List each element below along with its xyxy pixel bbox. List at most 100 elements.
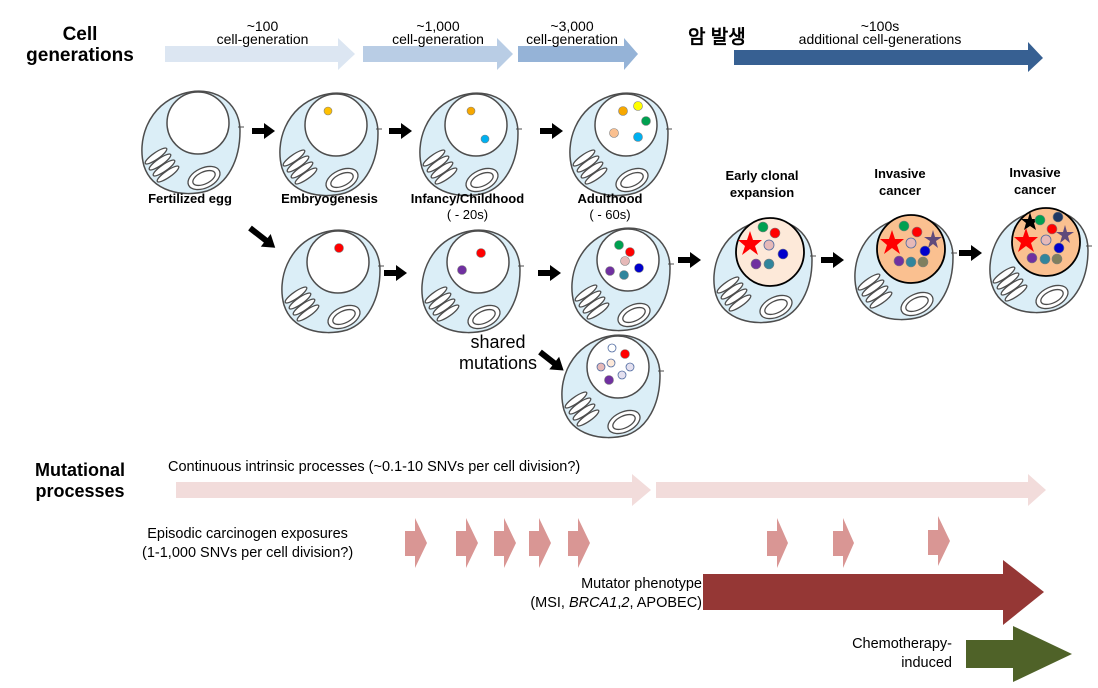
driver-star-icon bbox=[924, 230, 942, 248]
mutation-dot bbox=[606, 358, 616, 368]
generation-count: ~100 bbox=[246, 18, 279, 34]
chemo-label-line2: induced bbox=[901, 655, 952, 671]
cell-invasive-cancer-2 bbox=[989, 207, 1093, 314]
generation-unit: cell-generation bbox=[392, 31, 484, 47]
mutator-label-line1: Mutator phenotype bbox=[581, 576, 702, 592]
mutator-label-pre: (MSI, bbox=[530, 595, 569, 611]
stage-fertilized-egg: Fertilized egg bbox=[148, 191, 232, 206]
mutation-dot bbox=[1039, 253, 1051, 265]
generation-label-100s: ~100s additional cell-generations bbox=[780, 18, 980, 47]
stage-adulthood-label: Adulthood bbox=[577, 191, 643, 206]
cell-generations-title-line2: generations bbox=[26, 45, 134, 66]
stage-infancy-age: ( - 20s) bbox=[446, 207, 489, 222]
mutation-dot bbox=[1034, 214, 1046, 226]
mutator-label-line2: (MSI, BRCA1,2, APOBEC) bbox=[486, 594, 702, 613]
mutation-dot bbox=[617, 370, 627, 380]
mutation-dot bbox=[1052, 211, 1064, 223]
cell-adulthood bbox=[569, 92, 673, 197]
mutational-processes-title: Mutational processes bbox=[18, 460, 142, 502]
stage-invasive-1: Invasive cancer bbox=[855, 165, 945, 199]
mutation-dot bbox=[634, 263, 644, 273]
episodic-process-label: Episodic carcinogen exposures (1-1,000 S… bbox=[142, 525, 353, 563]
stage-early-clonal-line1: Early clonal bbox=[725, 168, 799, 183]
generation-unit: additional cell-generations bbox=[798, 31, 962, 47]
generation-count: ~1,000 bbox=[416, 18, 460, 34]
stage-invasive-1-line2: cancer bbox=[879, 183, 921, 198]
cancer-development-label: 암 발생 bbox=[688, 27, 746, 48]
mutator-label-gene2: 2 bbox=[621, 595, 630, 611]
mutator-phenotype-label: Mutator phenotype (MSI, BRCA1,2, APOBEC) bbox=[486, 575, 702, 613]
mutation-dot bbox=[457, 265, 467, 275]
mutation-dot bbox=[893, 255, 905, 267]
mutation-dot bbox=[1053, 242, 1065, 254]
mutation-dot bbox=[641, 116, 651, 126]
mutation-dot bbox=[769, 227, 781, 239]
episodic-arrow bbox=[456, 518, 478, 568]
mutator-label-comma: , bbox=[617, 595, 622, 611]
mutation-dot bbox=[750, 258, 762, 270]
stage-invasive-1-line1: Invasive bbox=[874, 166, 926, 181]
mutation-dot bbox=[633, 132, 643, 142]
cell-generations-title: Cell generations bbox=[20, 24, 140, 66]
generation-count: ~3,000 bbox=[550, 18, 594, 34]
mutation-dot bbox=[596, 362, 606, 372]
stage-invasive-2-line2: cancer bbox=[1014, 182, 1056, 197]
driver-star-icon bbox=[738, 231, 762, 255]
mutation-dot bbox=[1040, 234, 1052, 246]
continuous-process-arrow-1 bbox=[176, 474, 651, 506]
stage-adulthood-age: ( - 60s) bbox=[589, 207, 631, 222]
mutation-dot bbox=[605, 266, 615, 276]
stage-embryogenesis: Embryogenesis bbox=[281, 191, 378, 206]
mutation-dot bbox=[604, 375, 614, 385]
mutator-phenotype-arrow bbox=[703, 560, 1044, 625]
generation-count: ~100s bbox=[860, 18, 900, 34]
episodic-arrow bbox=[568, 518, 590, 568]
arrow-right-icon bbox=[252, 123, 275, 139]
stage-early-clonal: Early clonal expansion bbox=[706, 167, 818, 201]
chemo-label-line1: Chemotherapy- bbox=[852, 636, 952, 652]
mutation-dot bbox=[625, 247, 635, 257]
cell-lineage2-infancy bbox=[421, 229, 525, 334]
shared-mutations-line2: mutations bbox=[458, 353, 538, 373]
mutation-dot bbox=[919, 245, 931, 257]
arrow-right-icon bbox=[389, 123, 412, 139]
mutation-dot bbox=[614, 240, 624, 250]
stage-infancy: Infancy/Childhood ( - 20s) bbox=[400, 190, 535, 223]
cell-embryogenesis bbox=[279, 92, 383, 197]
generation-arrow-1000 bbox=[363, 38, 513, 70]
generation-arrow-100s bbox=[734, 42, 1043, 72]
episodic-arrow bbox=[405, 518, 427, 568]
mutator-label-gene1: BRCA1 bbox=[569, 595, 618, 611]
mutation-dot bbox=[619, 270, 629, 280]
driver-star-icon bbox=[1056, 225, 1074, 243]
episodic-arrow bbox=[494, 518, 516, 568]
cell-shared-mutations bbox=[561, 334, 665, 439]
mutation-dot bbox=[620, 256, 630, 266]
arrow-diagonal-icon bbox=[248, 225, 276, 248]
arrow-right-icon bbox=[384, 265, 407, 281]
driver-star-icon bbox=[880, 230, 904, 254]
stage-early-clonal-line2: expansion bbox=[729, 185, 795, 200]
mutation-dot bbox=[607, 343, 617, 353]
mutation-dot bbox=[334, 243, 344, 253]
cell-lineage2-embryo bbox=[281, 229, 385, 334]
mutation-dot bbox=[620, 349, 630, 359]
generation-arrow-3000 bbox=[518, 38, 638, 70]
stage-invasive-2-line1: Invasive bbox=[1009, 165, 1061, 180]
episodic-arrow bbox=[928, 516, 950, 566]
mutation-dot bbox=[1046, 223, 1058, 235]
continuous-process-label: Continuous intrinsic processes (~0.1-10 … bbox=[168, 459, 581, 475]
mutation-dot bbox=[917, 256, 929, 268]
arrow-right-icon bbox=[540, 123, 563, 139]
mutation-dot bbox=[625, 362, 635, 372]
continuous-process-arrow-2 bbox=[656, 474, 1046, 506]
mutation-dot bbox=[777, 248, 789, 260]
cell-fertilized-egg bbox=[141, 90, 245, 195]
generation-label-1000: ~1,000 cell-generation bbox=[368, 18, 508, 47]
arrow-right-icon bbox=[821, 252, 844, 268]
stage-adulthood: Adulthood ( - 60s) bbox=[560, 190, 660, 223]
stage-infancy-label: Infancy/Childhood bbox=[410, 191, 525, 206]
mutation-dot bbox=[898, 220, 910, 232]
arrow-right-icon bbox=[678, 252, 701, 268]
mutation-dot bbox=[905, 237, 917, 249]
